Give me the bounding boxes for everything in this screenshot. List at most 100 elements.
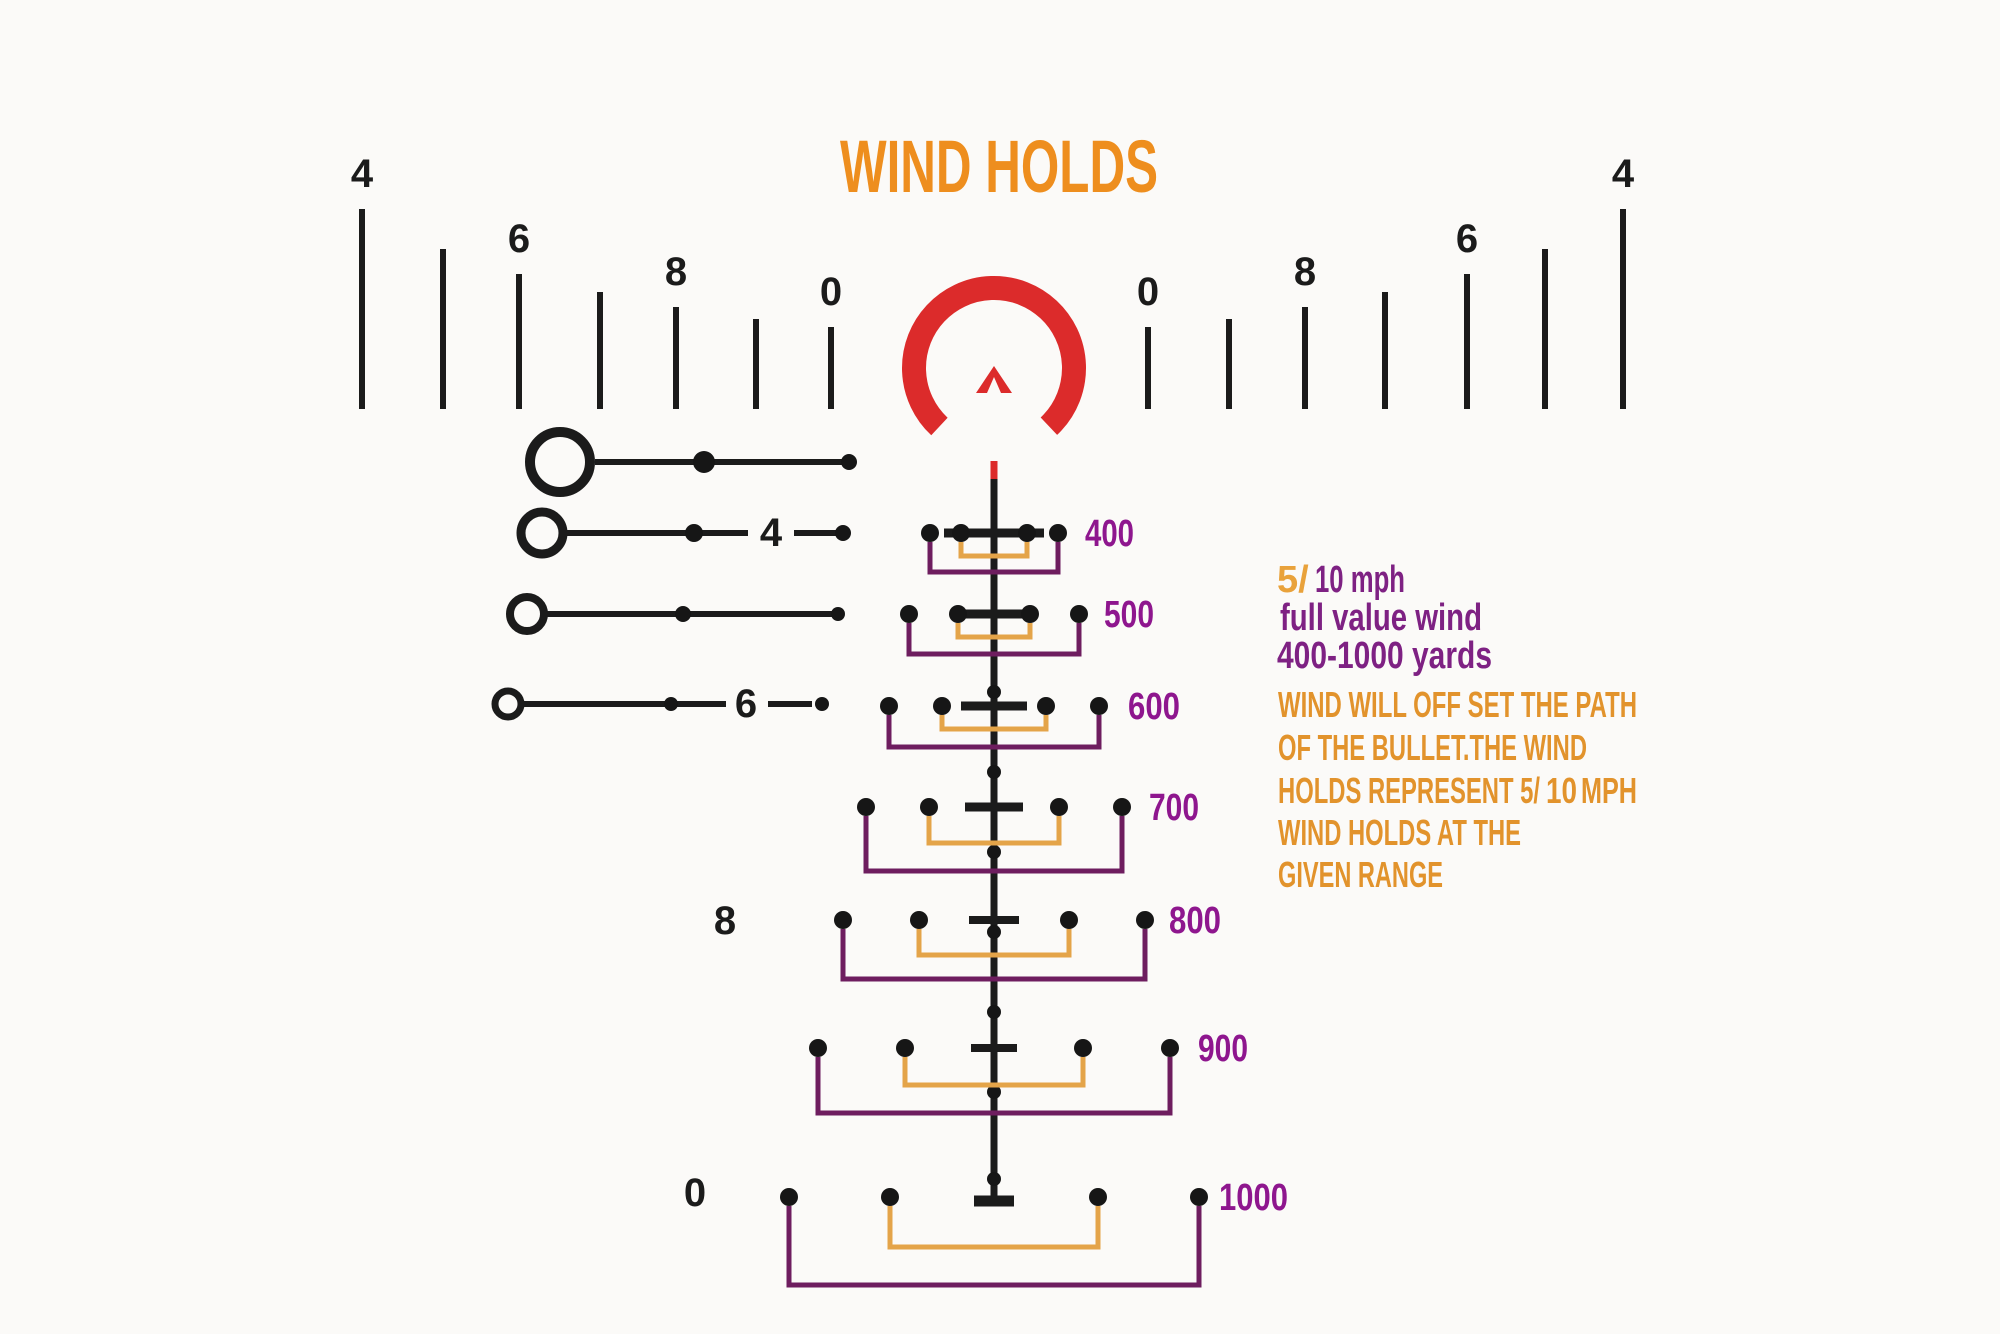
orange-wind-bracket	[926, 816, 1062, 846]
path-note-line3-pre: HOLDS REPRESENT 5/	[1278, 770, 1540, 811]
range-label: 500	[1104, 594, 1154, 636]
hold-inner-dot	[1021, 605, 1039, 623]
ranging-end-dot	[835, 525, 851, 541]
purple-wind-bracket	[786, 1206, 1202, 1288]
orange-wind-bracket	[916, 929, 1072, 958]
orange-wind-bracket	[939, 715, 1049, 732]
hold-outer-dot	[1113, 798, 1131, 816]
hold-row-400: 400	[921, 513, 1134, 575]
hold-inner-dot	[933, 697, 951, 715]
hold-inner-dot	[1037, 697, 1055, 715]
ranging-circle	[491, 687, 525, 721]
wind-scale-label: 8	[665, 250, 687, 294]
ranging-circle	[516, 507, 568, 559]
hold-outer-dot	[1049, 524, 1067, 542]
path-note-line1: WIND WILL OFF SET THE PATH	[1278, 684, 1637, 725]
page-title: WIND HOLDS	[840, 125, 1158, 208]
ranging-dot	[664, 697, 678, 711]
path-note: WIND WILL OFF SET THE PATH OF THE BULLET…	[1278, 684, 1637, 895]
hold-inner-dot	[1018, 524, 1036, 542]
hold-inner-dot	[952, 524, 970, 542]
hold-inner-dot	[949, 605, 967, 623]
stem-dot	[987, 1085, 1001, 1099]
wind-note-line1: 10 mph	[1315, 559, 1405, 601]
stem-dot	[987, 765, 1001, 779]
range-label: 800	[1169, 900, 1221, 942]
stem-dot	[987, 1172, 1001, 1186]
hold-outer-dot	[1090, 697, 1108, 715]
hold-row-500: 500	[900, 594, 1154, 657]
drop-label-800: 8	[714, 899, 736, 943]
wind-scale-label: 4	[1612, 152, 1635, 196]
hold-outer-dot	[780, 1188, 798, 1206]
hold-outer-dot	[1190, 1188, 1208, 1206]
wind-note-prefix: 5/	[1277, 559, 1309, 601]
hold-row-800: 800	[834, 900, 1221, 982]
hold-row-700: 700	[857, 787, 1199, 874]
stem-dot	[987, 1005, 1001, 1019]
range-label: 700	[1149, 787, 1199, 829]
horseshoe-reticle	[902, 276, 1087, 460]
ranging-feature-row4: 6	[491, 682, 829, 726]
hold-inner-dot	[1050, 798, 1068, 816]
purple-wind-bracket	[906, 623, 1082, 657]
hold-inner-dot	[1060, 911, 1078, 929]
wind-scale-label: 6	[1456, 217, 1478, 261]
wind-scale-label: 6	[508, 217, 530, 261]
range-label: 900	[1198, 1028, 1248, 1070]
center-chevron-icon	[976, 366, 1012, 393]
range-label: 400	[1085, 513, 1134, 555]
path-note-line4: WIND HOLDS AT THE	[1278, 812, 1521, 853]
path-note-line2: OF THE BULLET.THE WIND	[1278, 727, 1587, 768]
ranging-feature-row1	[525, 427, 857, 497]
hold-inner-dot	[896, 1039, 914, 1057]
hold-inner-dot	[881, 1188, 899, 1206]
wind-scale-left: 4 6 8 0	[351, 152, 842, 409]
stem-dot	[987, 685, 1001, 699]
wind-scale-label: 4	[351, 152, 374, 196]
ranging-circle	[506, 593, 548, 635]
elevation-stem	[974, 461, 1014, 1207]
ranging-end-dot	[841, 454, 857, 470]
hold-inner-dot	[1074, 1039, 1092, 1057]
wind-scale-right: 0 8 6 4	[1137, 152, 1635, 409]
wind-note-line2: full value wind	[1280, 597, 1482, 639]
ranging-dot	[685, 524, 703, 542]
path-note-line3-mid: 10	[1546, 770, 1577, 811]
wind-scale-label: 0	[820, 270, 842, 314]
hold-outer-dot	[834, 911, 852, 929]
path-note-line5: GIVEN RANGE	[1278, 854, 1443, 895]
hold-outer-dot	[809, 1039, 827, 1057]
path-note-line3-post: MPH	[1581, 770, 1637, 811]
hold-row-1000: 1000	[780, 1177, 1288, 1288]
ranging-dot	[693, 451, 715, 473]
horseshoe-arc	[902, 276, 1087, 460]
stem-dot	[987, 925, 1001, 939]
hold-outer-dot	[857, 798, 875, 816]
wind-note-line3: 400-1000 yards	[1277, 635, 1492, 677]
ranging-end-dot	[815, 697, 829, 711]
hold-row-600: 600	[880, 686, 1180, 750]
hold-outer-dot	[1136, 911, 1154, 929]
range-label: 600	[1128, 686, 1180, 728]
hold-inner-dot	[910, 911, 928, 929]
ranging-label: 4	[760, 511, 783, 555]
wind-scale-label: 8	[1294, 250, 1316, 294]
purple-wind-bracket	[886, 715, 1102, 750]
purple-wind-bracket	[927, 542, 1061, 575]
purple-wind-bracket	[815, 1057, 1173, 1116]
stem-dot	[987, 845, 1001, 859]
ranging-circle	[525, 427, 595, 497]
purple-wind-bracket	[863, 816, 1125, 874]
hold-inner-dot	[920, 798, 938, 816]
hold-row-900: 900	[809, 1028, 1248, 1116]
hold-outer-dot	[1161, 1039, 1179, 1057]
wind-note: 5/ 10 mph full value wind 400-1000 yards	[1277, 559, 1492, 677]
ranging-dot	[675, 606, 691, 622]
ranging-feature-row2: 4	[516, 507, 851, 559]
orange-wind-bracket	[955, 623, 1033, 640]
ranging-end-dot	[831, 607, 845, 621]
orange-wind-bracket	[902, 1057, 1086, 1088]
